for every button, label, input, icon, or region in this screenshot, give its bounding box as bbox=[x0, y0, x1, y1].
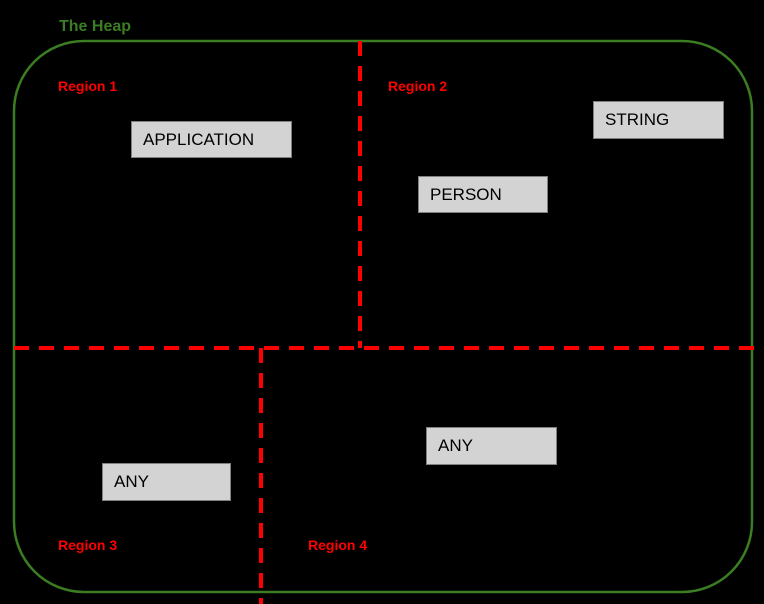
object-box-application[interactable]: APPLICATION bbox=[131, 121, 292, 158]
region-label-2: Region 2 bbox=[388, 78, 448, 94]
object-box-any-region3[interactable]: ANY bbox=[102, 463, 231, 501]
object-box-string[interactable]: STRING bbox=[593, 101, 724, 139]
object-box-person[interactable]: PERSON bbox=[418, 176, 548, 213]
region-label-4: Region 4 bbox=[308, 537, 368, 553]
heap-boundary-rect bbox=[12, 39, 754, 594]
region-label-1: Region 1 bbox=[58, 78, 118, 94]
heap-title: The Heap bbox=[59, 18, 132, 35]
region-label-3: Region 3 bbox=[58, 537, 118, 553]
object-box-any-region4[interactable]: ANY bbox=[426, 427, 557, 465]
